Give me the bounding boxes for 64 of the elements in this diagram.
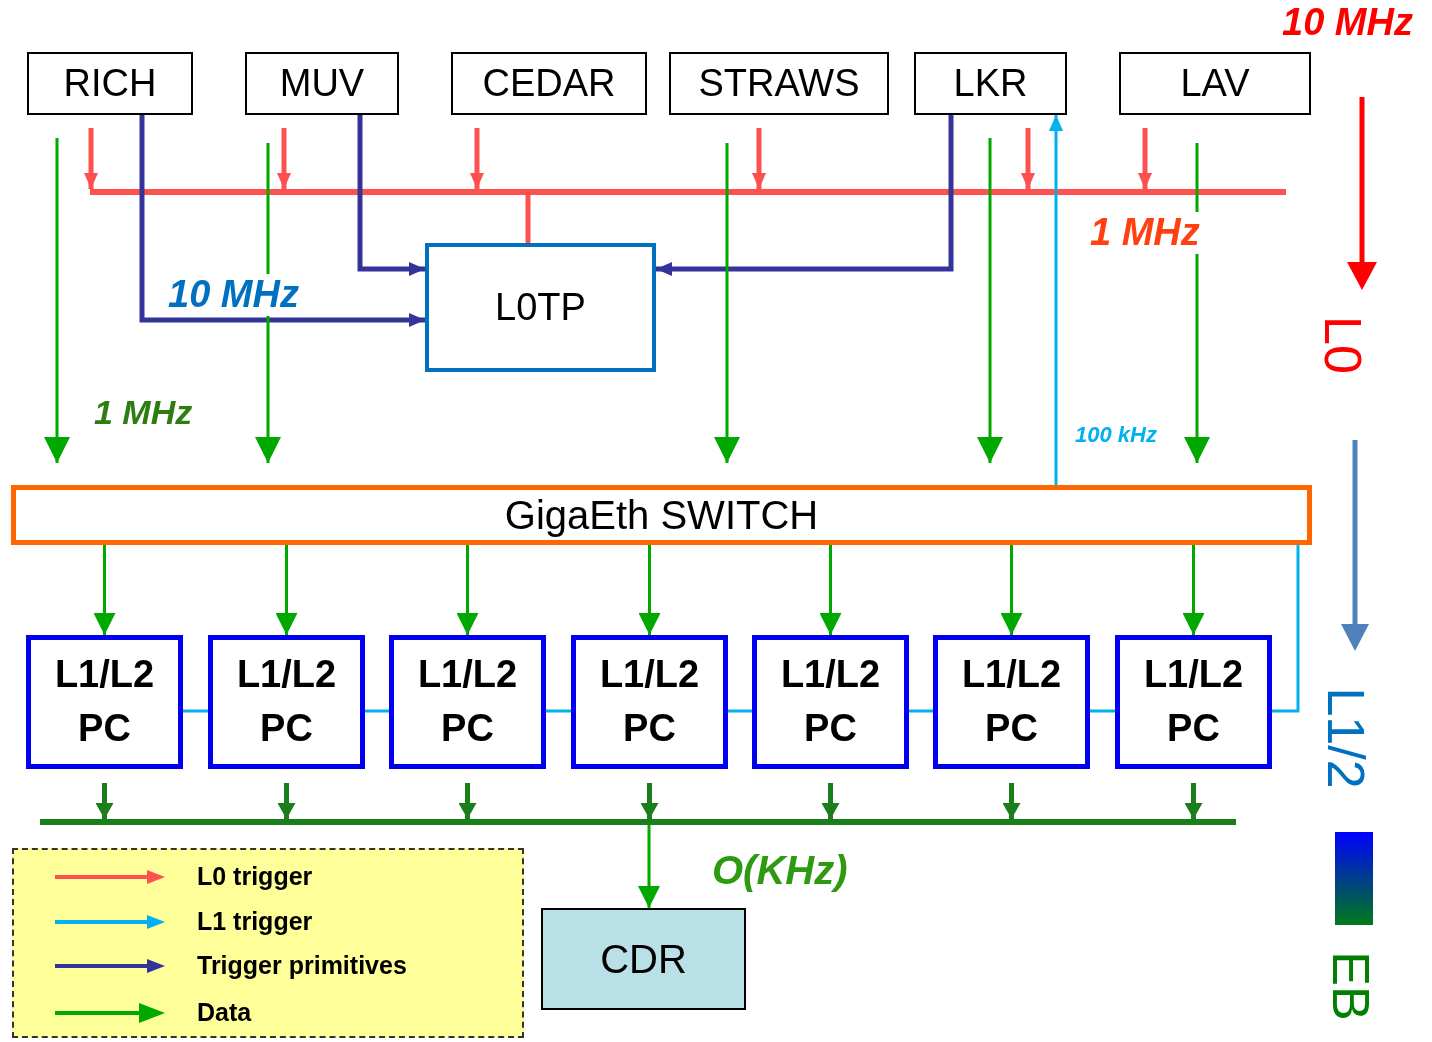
- rate-label: 1 MHz: [1088, 212, 1202, 254]
- arrow: [638, 825, 660, 908]
- pc-box: L1/L2 PC: [571, 635, 728, 769]
- bus-bar: [90, 189, 1286, 195]
- connector-line: [525, 195, 531, 243]
- arrow: [819, 545, 842, 635]
- detector-box: STRAWS: [669, 52, 889, 115]
- connector-line: [183, 709, 208, 713]
- arrow: [44, 138, 70, 463]
- arrow: [95, 783, 114, 819]
- stage-label: L1/2: [1316, 686, 1374, 791]
- arrow: [977, 138, 1003, 463]
- arrow: [84, 128, 98, 189]
- arrow: [357, 115, 425, 276]
- arrow: [93, 545, 116, 635]
- arrow: [277, 128, 291, 189]
- connector-line: [546, 709, 571, 713]
- detector-box: CEDAR: [451, 52, 647, 115]
- arrow: [821, 783, 840, 819]
- detector-box: MUV: [245, 52, 399, 115]
- storage-box: CDR: [541, 908, 746, 1010]
- pc-box: L1/L2 PC: [26, 635, 183, 769]
- arrow: [656, 115, 954, 276]
- arrow: [638, 545, 661, 635]
- arrow: [1049, 115, 1063, 485]
- pc-box: L1/L2 PC: [752, 635, 909, 769]
- legend-label: Data: [197, 999, 252, 1027]
- legend-label: L0 trigger: [197, 863, 313, 891]
- arrow: [752, 128, 766, 189]
- pc-box: L1/L2 PC: [1115, 635, 1272, 769]
- trigger-processor-box: L0TP: [425, 243, 656, 372]
- stage-label: EB: [1321, 950, 1379, 1023]
- connector-line: [909, 709, 933, 713]
- arrow: [458, 783, 477, 819]
- legend-label: Trigger primitives: [197, 952, 407, 980]
- connector-line: [1272, 545, 1300, 713]
- arrow: [1184, 783, 1203, 819]
- legend-label: L1 trigger: [197, 908, 313, 936]
- bus-bar: [40, 819, 1236, 825]
- arrow: [1182, 545, 1205, 635]
- arrow: [277, 783, 296, 819]
- pc-box: L1/L2 PC: [933, 635, 1090, 769]
- arrow: [1002, 783, 1021, 819]
- pc-box: L1/L2 PC: [208, 635, 365, 769]
- arrow: [1138, 128, 1152, 189]
- gradient-bar: [1335, 832, 1373, 925]
- arrow: [1021, 128, 1035, 189]
- arrow: [456, 545, 479, 635]
- connector-line: [365, 709, 389, 713]
- arrow: [1000, 545, 1023, 635]
- stage-label: L0: [1313, 315, 1371, 376]
- edge-label: 10 MHz: [166, 274, 301, 316]
- detector-box: LKR: [914, 52, 1067, 115]
- connector-line: [728, 709, 752, 713]
- pc-box: L1/L2 PC: [389, 635, 546, 769]
- arrow: [275, 545, 298, 635]
- arrow: [640, 783, 659, 819]
- connector-line: [1090, 709, 1115, 713]
- arrow: [139, 115, 425, 327]
- detector-box: LAV: [1119, 52, 1311, 115]
- detector-box: RICH: [27, 52, 193, 115]
- switch-box: GigaEth SWITCH: [11, 485, 1312, 545]
- arrow: [470, 128, 484, 189]
- arrow: [714, 143, 740, 463]
